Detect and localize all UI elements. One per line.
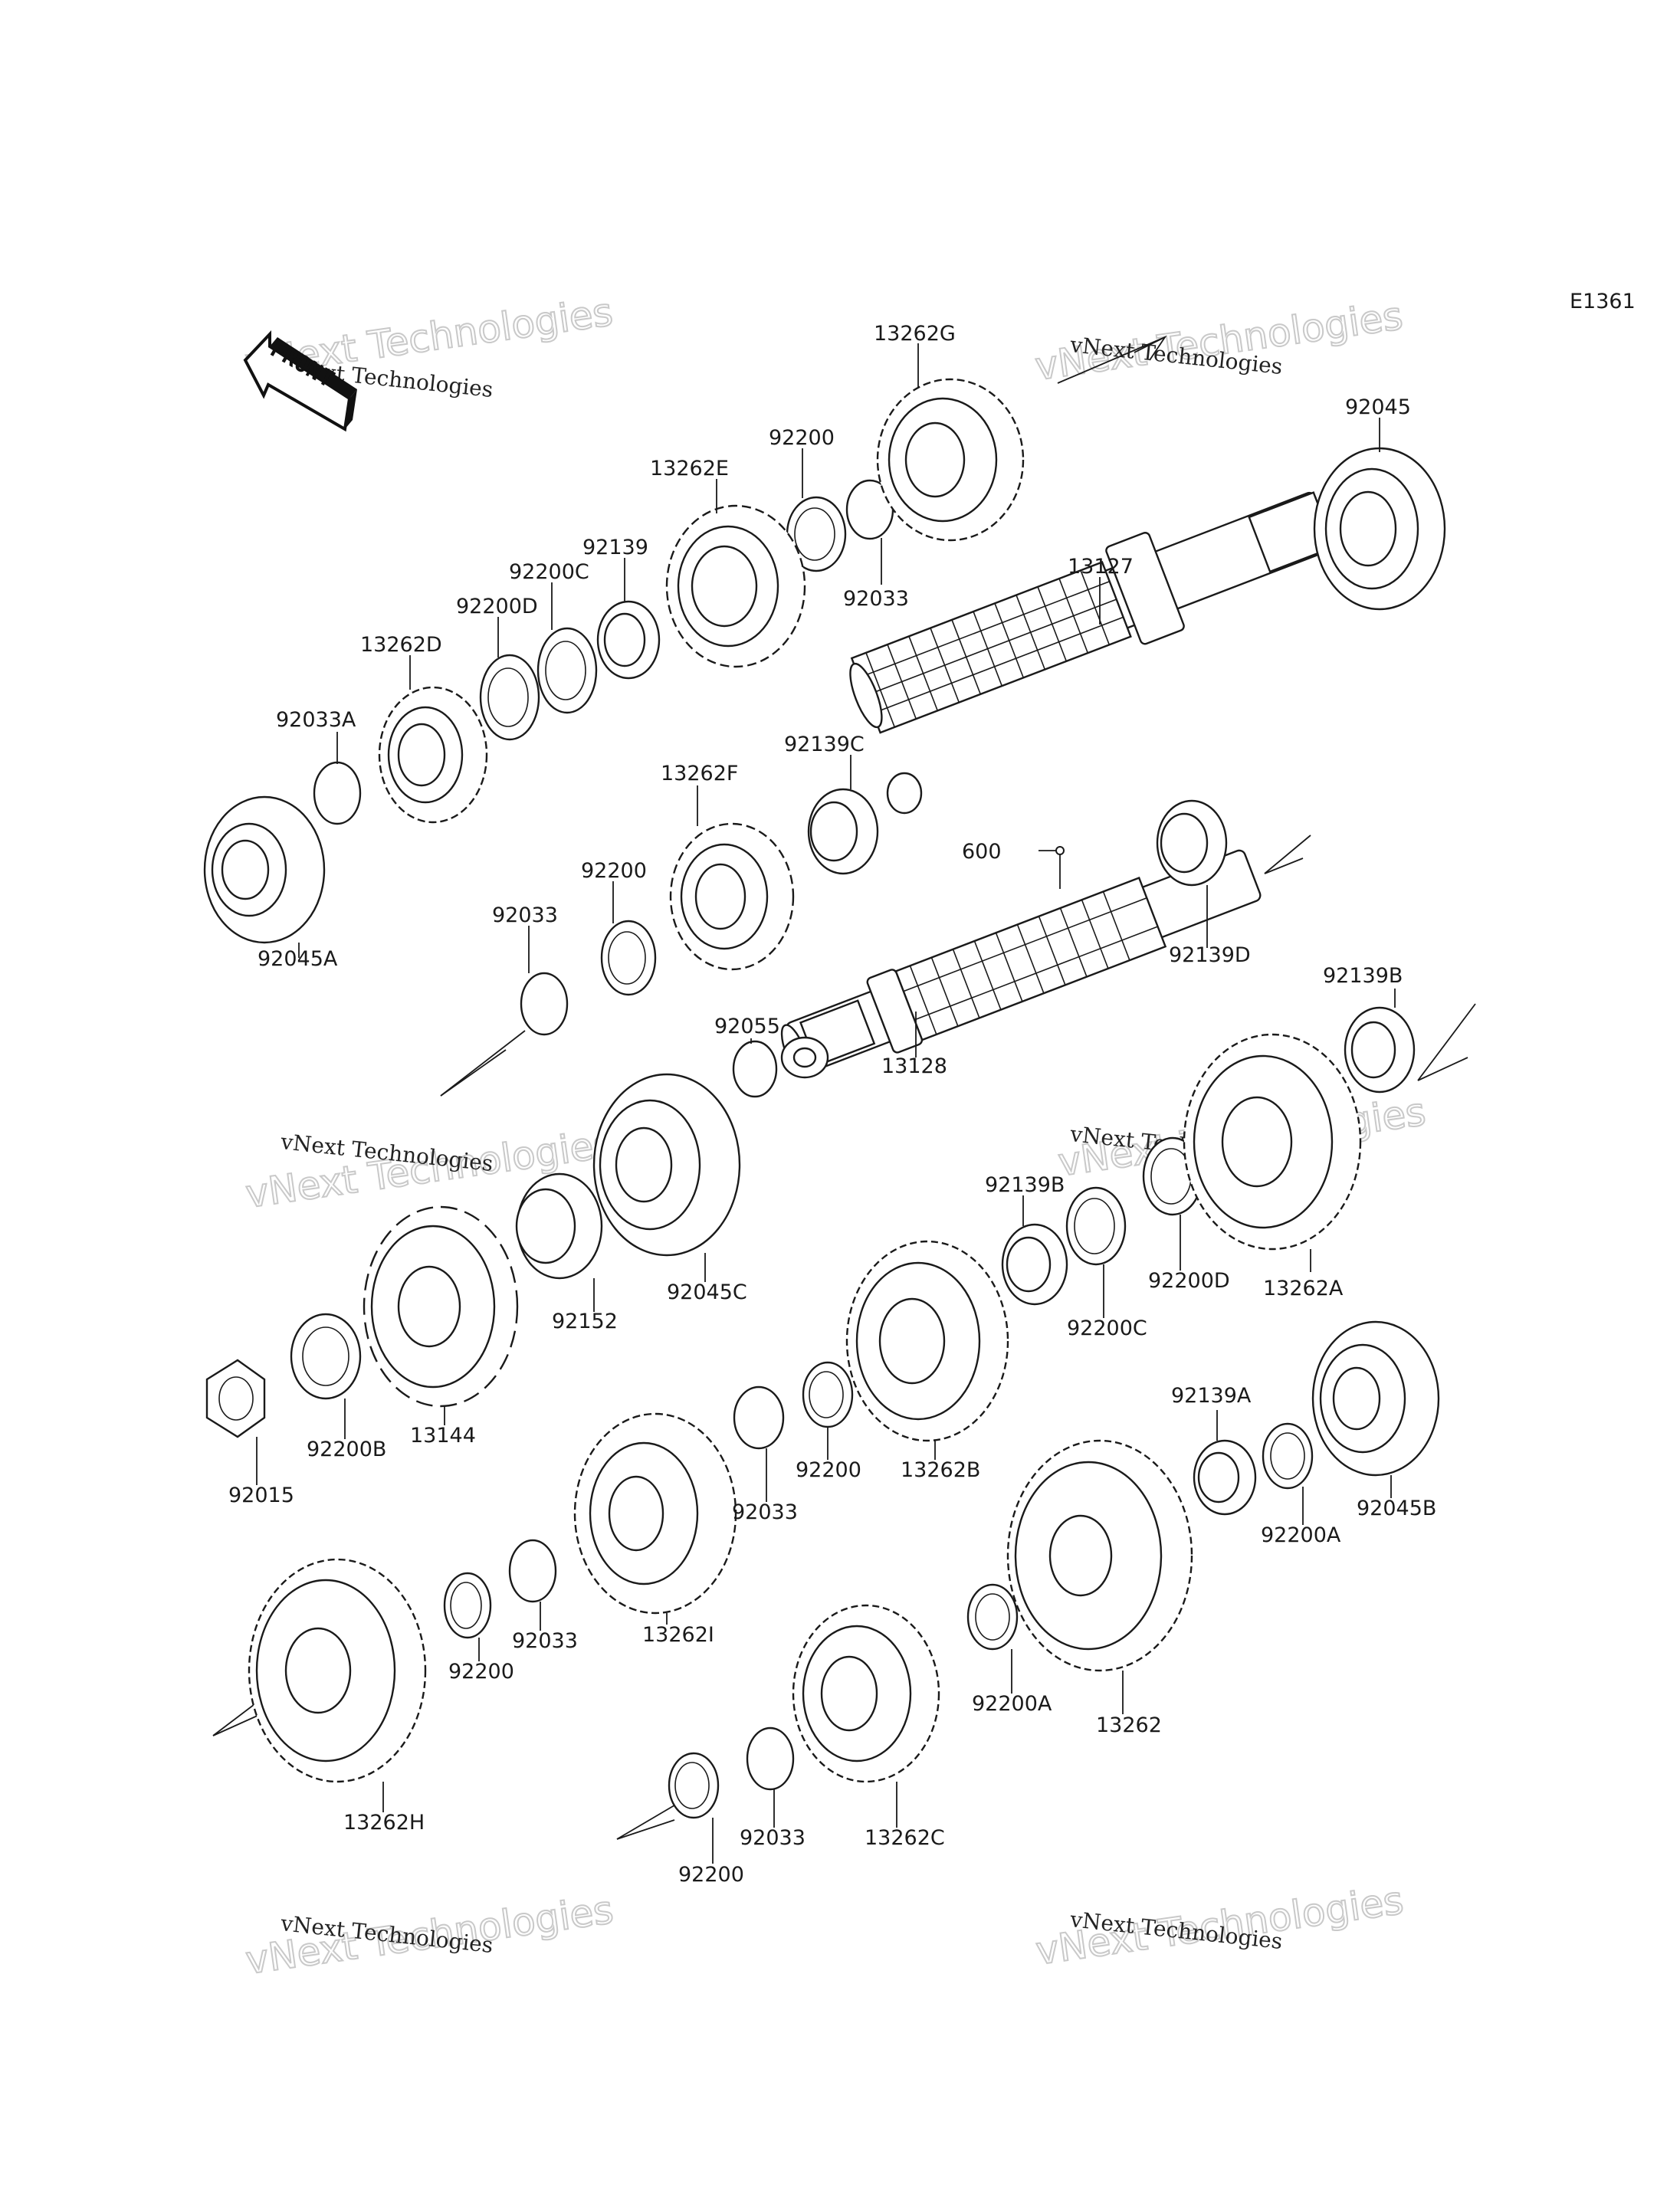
label-13262F[interactable]: 13262F xyxy=(661,762,738,785)
label-92045C[interactable]: 92045C xyxy=(667,1280,747,1304)
bearing-92045[interactable] xyxy=(1313,447,1446,611)
label-13128[interactable]: 13128 xyxy=(881,1054,947,1078)
label-92200D-top[interactable]: 92200D xyxy=(456,595,538,618)
nut-92015[interactable] xyxy=(205,1359,266,1438)
label-92139C[interactable]: 92139C xyxy=(784,733,865,756)
label-92200A-low[interactable]: 92200A xyxy=(972,1692,1052,1716)
label-13127[interactable]: 13127 xyxy=(1068,555,1134,579)
label-13262D[interactable]: 13262D xyxy=(360,633,442,657)
label-92045B[interactable]: 92045B xyxy=(1357,1497,1436,1520)
direction-arrow-shaft2-right xyxy=(1264,835,1311,874)
label-92200D-mid[interactable]: 92200D xyxy=(1148,1269,1230,1293)
label-92139D[interactable]: 92139D xyxy=(1169,943,1251,967)
label-92139B-mid[interactable]: 92139B xyxy=(985,1173,1065,1197)
circlip-92033-bottom[interactable] xyxy=(746,1726,795,1791)
label-92200-top[interactable]: 92200 xyxy=(769,426,835,450)
bearing-92045B[interactable] xyxy=(1311,1320,1440,1477)
label-92200-low1[interactable]: 92200 xyxy=(796,1458,861,1482)
washer-92200D-top[interactable] xyxy=(479,654,540,741)
gear-13262H[interactable] xyxy=(248,1558,427,1783)
label-92045[interactable]: 92045 xyxy=(1345,395,1411,419)
shaft-13128-bore xyxy=(792,1047,817,1068)
sprocket-13144[interactable] xyxy=(363,1205,519,1408)
leader-dot-600 xyxy=(1055,846,1065,855)
washer-92200B[interactable] xyxy=(290,1313,362,1400)
circlip-92033-low2[interactable] xyxy=(508,1539,557,1603)
direction-arrow-right xyxy=(1417,1003,1476,1081)
washer-92200A-low[interactable] xyxy=(966,1583,1019,1651)
washer-92200-mid[interactable] xyxy=(600,920,657,996)
label-92200C-mid[interactable]: 92200C xyxy=(1067,1317,1147,1340)
label-92033-mid[interactable]: 92033 xyxy=(492,903,558,927)
label-13144[interactable]: 13144 xyxy=(410,1424,476,1448)
circlip-92055[interactable] xyxy=(732,1040,778,1098)
gear-13262[interactable] xyxy=(1006,1439,1193,1672)
washer-92200A-right[interactable] xyxy=(1262,1422,1314,1490)
label-13262C[interactable]: 13262C xyxy=(865,1826,945,1850)
label-92015[interactable]: 92015 xyxy=(228,1484,294,1507)
label-13262E[interactable]: 13262E xyxy=(650,457,729,480)
bushing-92139D[interactable] xyxy=(1156,799,1228,887)
washer-92200-low1[interactable] xyxy=(802,1361,854,1428)
label-92200-mid[interactable]: 92200 xyxy=(581,859,647,883)
label-13262I[interactable]: 13262I xyxy=(642,1623,714,1647)
direction-arrow-mid-left xyxy=(440,1030,526,1097)
label-92033-low2[interactable]: 92033 xyxy=(512,1629,578,1653)
label-92033-low1[interactable]: 92033 xyxy=(732,1500,798,1524)
gear-13262D[interactable] xyxy=(378,686,488,824)
label-92033-bottom[interactable]: 92033 xyxy=(740,1826,806,1850)
label-13262A[interactable]: 13262A xyxy=(1263,1277,1344,1300)
washer-92200-low2[interactable] xyxy=(443,1572,492,1639)
gear-13262C[interactable] xyxy=(792,1604,940,1783)
label-92200-bottom[interactable]: 92200 xyxy=(678,1863,744,1887)
label-600[interactable]: 600 xyxy=(962,840,1002,864)
bearing-92045A[interactable] xyxy=(203,795,326,944)
label-92045A[interactable]: 92045A xyxy=(258,947,338,971)
label-92139A[interactable]: 92139A xyxy=(1171,1384,1252,1408)
label-92033-top[interactable]: 92033 xyxy=(843,587,909,611)
bushing-92152[interactable] xyxy=(515,1172,603,1280)
circlip-92033-mid[interactable] xyxy=(520,972,569,1036)
bushing-92139A[interactable] xyxy=(1193,1439,1257,1516)
needle-bearing-92139B-right[interactable] xyxy=(1344,1006,1416,1094)
label-13262[interactable]: 13262 xyxy=(1096,1713,1162,1737)
part-labels: 13262G 92045 92200 13262E 92139 92200C 9… xyxy=(228,322,1436,1887)
label-92200-low2[interactable]: 92200 xyxy=(448,1660,514,1684)
gear-13262A[interactable] xyxy=(1183,1033,1362,1251)
label-13262B[interactable]: 13262B xyxy=(901,1458,980,1482)
label-92200C-top[interactable]: 92200C xyxy=(509,560,589,584)
direction-arrow-bottom xyxy=(616,1800,683,1840)
gear-13262F[interactable] xyxy=(669,822,795,971)
circlip-92033-low1[interactable] xyxy=(733,1385,785,1450)
washer-92200C-mid[interactable] xyxy=(1065,1186,1127,1266)
needle-bearing-92139[interactable] xyxy=(596,600,661,680)
gear-13262E[interactable] xyxy=(665,504,806,668)
gear-13262G[interactable] xyxy=(876,378,1025,542)
washer-92200-bottom[interactable] xyxy=(668,1752,720,1819)
shaft-13127-end xyxy=(886,772,923,815)
label-13262G[interactable]: 13262G xyxy=(874,322,956,346)
bearing-92045C[interactable] xyxy=(592,1073,741,1257)
label-92139[interactable]: 92139 xyxy=(582,536,648,559)
diagram-code: E1361 xyxy=(1570,290,1636,313)
label-92055[interactable]: 92055 xyxy=(714,1015,780,1038)
needle-bearing-92139B-mid[interactable] xyxy=(1001,1223,1068,1306)
gear-13262I[interactable] xyxy=(573,1412,737,1615)
label-92200A-right[interactable]: 92200A xyxy=(1261,1523,1341,1547)
label-92152[interactable]: 92152 xyxy=(552,1310,618,1333)
gear-13262B[interactable] xyxy=(845,1240,1009,1442)
label-92139B-right[interactable]: 92139B xyxy=(1323,964,1403,988)
circlip-92033A[interactable] xyxy=(313,761,362,825)
bushing-92139C[interactable] xyxy=(807,788,879,875)
label-13262H[interactable]: 13262H xyxy=(343,1811,425,1835)
label-92200B[interactable]: 92200B xyxy=(307,1438,386,1461)
direction-arrow-top-right xyxy=(1057,335,1167,384)
washer-92200C-top[interactable] xyxy=(536,627,598,714)
label-92033A[interactable]: 92033A xyxy=(276,708,356,732)
